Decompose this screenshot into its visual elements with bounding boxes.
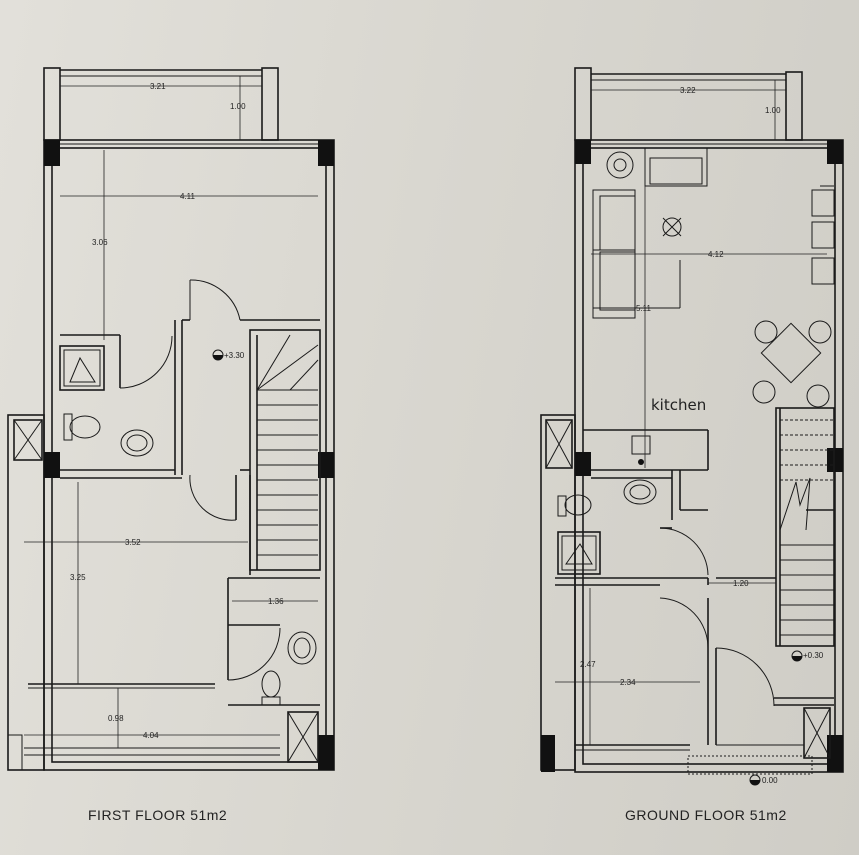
ff-duct-top <box>13 419 43 461</box>
gf-duct-bottom <box>803 707 831 759</box>
gf-dining-table <box>760 322 822 384</box>
gf-toilet <box>564 494 592 516</box>
gf-kitchen-sink <box>631 435 651 455</box>
gf-dim-living-depth: 5.11 <box>636 304 652 313</box>
ff-dim-room2-depth: 3.25 <box>70 573 86 582</box>
ff-sink <box>120 429 154 457</box>
gf-balcony-wall-left <box>574 67 592 141</box>
gf-entry-step <box>687 755 813 775</box>
gf-column <box>575 140 591 164</box>
ff-balcony-wall-left <box>43 67 61 141</box>
ff-shower <box>59 345 105 391</box>
ground-floor-title: GROUND FLOOR 51m2 <box>625 807 787 823</box>
gf-column <box>827 140 843 164</box>
ff-column <box>318 452 334 478</box>
ff-toilet <box>69 415 101 439</box>
gf-sink <box>623 479 657 505</box>
ff-stair <box>249 329 321 571</box>
gf-coffee-table <box>662 217 682 237</box>
ff-outer-wall <box>43 139 335 771</box>
first-floor-title: FIRST FLOOR 51m2 <box>88 807 227 823</box>
gf-armchair <box>644 147 708 187</box>
ff-column <box>318 140 334 166</box>
gf-dim-balcony-width: 3.22 <box>680 86 696 95</box>
gf-dim-room-width: 2.34 <box>620 678 636 687</box>
ff-dim-balcony-depth: 1.00 <box>230 102 246 111</box>
gf-outer-wall <box>574 139 844 773</box>
gf-plant <box>606 151 634 179</box>
gf-dining-chair <box>806 384 830 408</box>
ff-column <box>44 452 60 478</box>
ff-dim-bath-width: 1.36 <box>268 597 284 606</box>
gf-room-label-kitchen: kitchen <box>651 396 706 414</box>
gf-dim-living-width: 4.12 <box>708 250 724 259</box>
gf-column <box>541 735 555 772</box>
ff-toilet-2 <box>261 670 281 698</box>
gf-dining-chair <box>808 320 832 344</box>
ff-dim-room-depth: 3.06 <box>92 238 108 247</box>
gf-duct-top <box>545 419 573 469</box>
ff-dim-room2-width: 3.52 <box>125 538 141 547</box>
ff-duct-bottom <box>287 711 319 763</box>
gf-balcony-wall-right <box>785 71 803 141</box>
gf-column <box>827 735 843 772</box>
ground-floor-plan: kitchen <box>540 67 844 823</box>
gf-dining-chair <box>752 380 776 404</box>
gf-dining-chair <box>754 320 778 344</box>
gf-dim-hall-width: 1.20 <box>733 579 749 588</box>
ff-left-bump <box>7 414 45 771</box>
gf-side-chair <box>811 221 835 249</box>
gf-level-label-entry: 0.00 <box>762 776 778 785</box>
gf-column <box>827 448 843 472</box>
ff-column <box>318 735 334 770</box>
ff-level-label: +3.30 <box>224 351 245 360</box>
ff-dim-room-width: 4.11 <box>180 192 196 201</box>
gf-side-chair <box>811 257 835 285</box>
gf-left-bump <box>540 414 576 771</box>
ff-dim-balcony-width: 3.21 <box>150 82 166 91</box>
gf-dim-room-depth: 2.47 <box>580 660 596 669</box>
ff-column <box>44 140 60 166</box>
gf-level-label-stair: +0.30 <box>803 651 824 660</box>
gf-dim-balcony-depth: 1.00 <box>765 106 781 115</box>
ff-sink-2 <box>287 631 317 665</box>
ff-dim-terrace-width: 4.04 <box>143 731 159 740</box>
gf-stair <box>775 407 835 647</box>
ff-dim-terrace-depth: 0.98 <box>108 714 124 723</box>
gf-side-chair <box>811 189 835 217</box>
gf-shower <box>557 531 601 575</box>
first-floor-plan: +3.30 3.21 1.00 4.11 3.06 <box>7 67 335 823</box>
gf-column <box>575 452 591 476</box>
ff-balcony-wall-right <box>261 67 279 141</box>
